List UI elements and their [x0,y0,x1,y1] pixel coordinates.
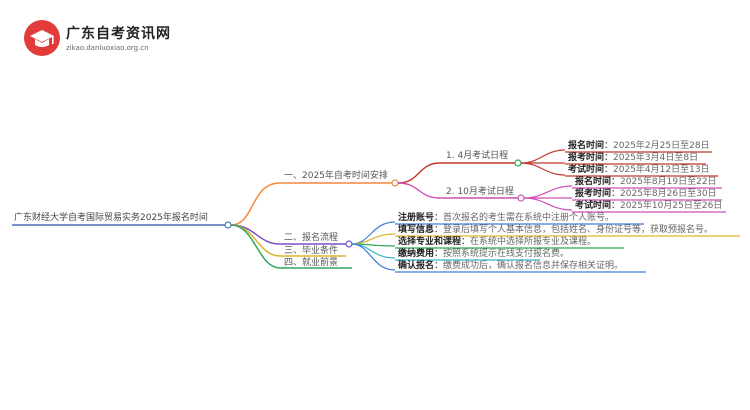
sub-october-schedule[interactable]: 2. 10月考试日程 [446,187,514,197]
october-exam-time: 考试时间：2025年10月25日至26日 [575,201,723,211]
april-apply-time: 报考时间：2025年3月4日至8日 [568,153,699,163]
branch-2-link [230,224,281,245]
graduation-cap-icon [24,20,60,56]
sub-april-schedule[interactable]: 1. 4月考试日程 [446,151,509,161]
site-name: 广东自考资讯网 [66,26,171,42]
sub-1-1-joint [514,159,522,167]
april-exam-time: 考试时间：2025年4月12日至13日 [568,165,710,175]
step-pay-fee: 缴纳费用：按照系统提示在线支付报名费。 [398,249,570,259]
october-apply-time: 报考时间：2025年8月26日至30日 [575,189,717,199]
branch-schedule[interactable]: 一、2025年自考时间安排 [284,171,388,181]
sub-1-2-link [397,182,441,199]
october-register-time: 报名时间：2025年8月19日至22日 [575,177,717,187]
branch-registration-process[interactable]: 二、报名流程 [284,233,339,243]
site-logo[interactable]: 广东自考资讯网 zikao.danluoxiao.org.cn [22,18,222,58]
site-url: zikao.danluoxiao.org.cn [66,44,149,52]
root-joint [224,221,232,229]
branch-3-link [230,224,281,257]
branch-graduation-conditions[interactable]: 三、毕业条件 [284,246,339,256]
branch-1-link [230,182,281,226]
mindmap-root[interactable]: 广东财经大学自考国际贸易实务2025年报名时间 [14,213,208,223]
branch-4-link [230,224,281,269]
step-fill-info: 填写信息：登录后填写个人基本信息，包括姓名、身份证号等，获取预报名号。 [398,225,714,235]
april-register-time: 报名时间：2025年2月25日至28日 [568,141,710,151]
branch-1-joint [391,179,399,187]
branch-2-joint [345,240,353,248]
step-select-major: 选择专业和课程：在系统中选择所报专业及课程。 [398,237,597,247]
step-register-account: 注册账号：首次报名的考生需在系统中注册个人账号。 [398,213,615,223]
branch-career-prospects[interactable]: 四、就业前景 [284,258,339,268]
sub-1-2-joint [517,194,525,202]
sub-1-1-link [397,162,441,184]
step-confirm-registration: 确认报名：缴费成功后，确认报名信息并保存相关证明。 [398,261,624,271]
